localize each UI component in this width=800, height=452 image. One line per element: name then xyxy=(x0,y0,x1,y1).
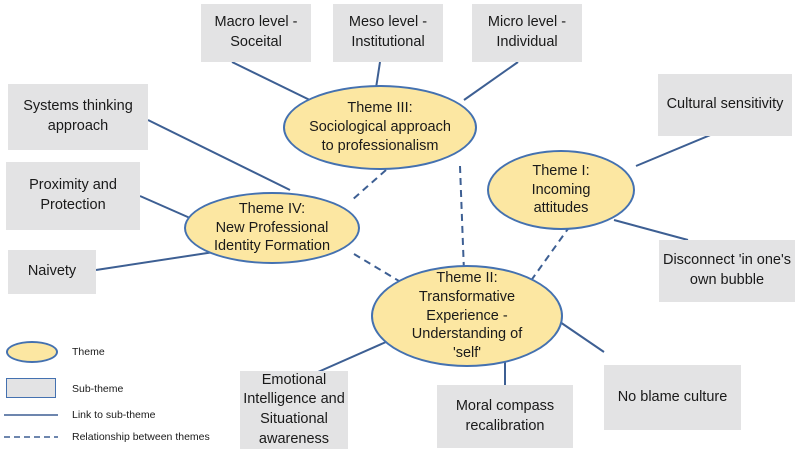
link-t1-disconnect xyxy=(613,219,689,241)
relation-t4-t2 xyxy=(353,253,405,285)
subtheme-moral: Moral compass recalibration xyxy=(437,385,573,448)
legend-subtheme-swatch xyxy=(6,378,56,398)
subtheme-systems: Systems thinking approach xyxy=(8,84,148,150)
link-t2-emotional xyxy=(317,341,387,373)
link-t3-micro xyxy=(463,61,519,101)
legend-link-label: Link to sub-theme xyxy=(72,409,156,421)
subtheme-noblame: No blame culture xyxy=(604,365,741,430)
subtheme-macro: Macro level - Soceital xyxy=(201,4,311,62)
legend-theme-label: Theme xyxy=(72,346,105,358)
link-t4-proximity xyxy=(139,195,191,219)
relation-t3-t4 xyxy=(351,169,387,201)
link-t4-naivety xyxy=(95,251,215,271)
theme-i: Theme I: Incoming attitudes xyxy=(487,150,635,230)
link-t4-systems xyxy=(147,119,291,191)
subtheme-proximity: Proximity and Protection xyxy=(6,162,140,230)
subtheme-naivety: Naivety xyxy=(8,250,96,294)
link-t2-noblame xyxy=(559,321,605,353)
subtheme-micro: Micro level - Individual xyxy=(472,4,582,62)
theme-iii: Theme III: Sociological approach to prof… xyxy=(283,85,477,170)
link-t3-meso xyxy=(375,61,381,89)
relation-t3-t2 xyxy=(459,165,465,273)
theme-iv: Theme IV: New Professional Identity Form… xyxy=(184,192,360,264)
theme-ii: Theme II: Transformative Experience - Un… xyxy=(371,265,563,367)
subtheme-emotional: Emotional Intelligence and Situational a… xyxy=(240,371,348,449)
legend-theme-swatch xyxy=(6,341,58,363)
subtheme-meso: Meso level - Institutional xyxy=(333,4,443,62)
legend-relationship-label: Relationship between themes xyxy=(72,431,210,443)
link-t3-macro xyxy=(231,61,319,105)
legend-subtheme-label: Sub-theme xyxy=(72,383,124,395)
subtheme-disconnect: Disconnect 'in one's own bubble xyxy=(659,240,795,302)
relation-t1-t2 xyxy=(529,225,571,283)
subtheme-cultural: Cultural sensitivity xyxy=(658,74,792,136)
